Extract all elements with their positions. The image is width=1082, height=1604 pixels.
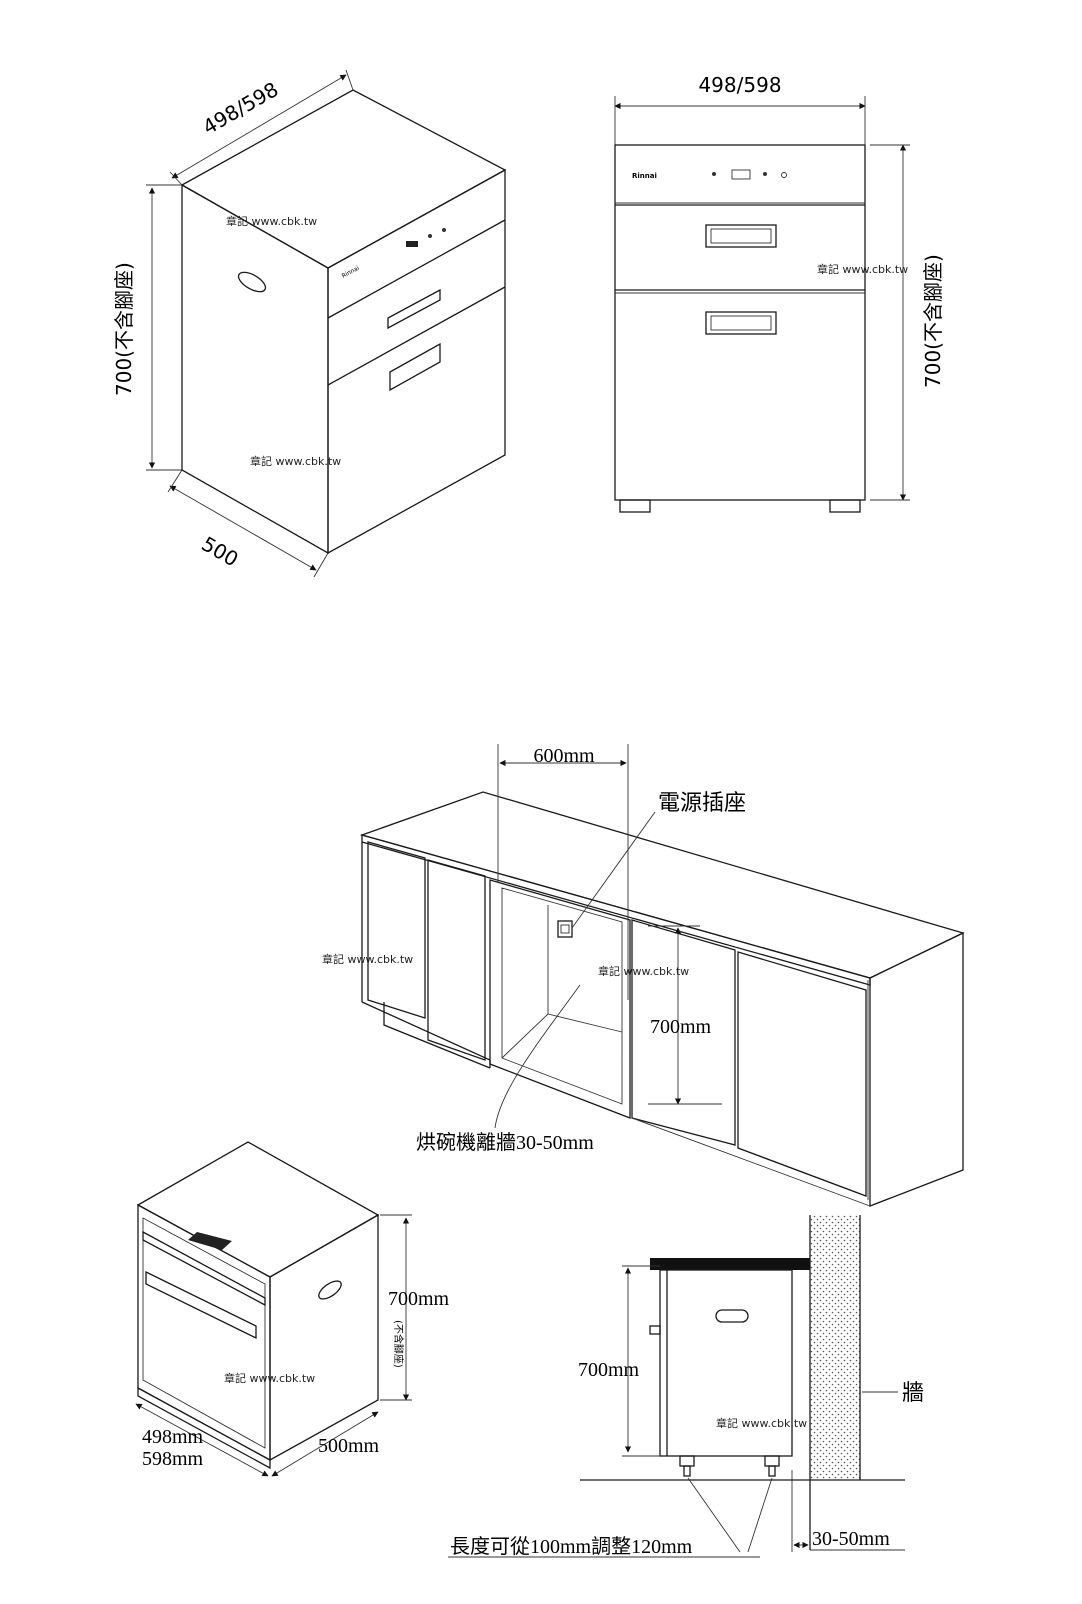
width-label-2: 598mm <box>142 1448 204 1470</box>
width-label: 498/598 <box>698 73 781 97</box>
brand-mark: Rinnai <box>632 172 657 180</box>
upper-drawer-handle <box>387 288 441 330</box>
opening-floor <box>547 1013 623 1033</box>
foot-left <box>619 499 651 513</box>
door-handle-nub <box>649 1325 661 1335</box>
width-label: 600mm <box>533 745 595 767</box>
lower-drawer-handle <box>705 311 777 335</box>
countertop-edge <box>361 834 871 986</box>
dim-extension <box>169 171 183 186</box>
depth-label: 500mm <box>318 1435 380 1457</box>
foot <box>764 1455 780 1467</box>
cabinet-outline <box>614 144 866 501</box>
button-dot <box>712 172 716 176</box>
height-label: 700mm <box>578 1359 640 1381</box>
depth-dimension-line <box>169 485 317 571</box>
watermark: 章記 www.cbk.tw <box>322 952 413 966</box>
isometric-cabinet-view: Rinnai 498/598 700(不含腳座) 500 章記 www.cbk.… <box>112 69 507 578</box>
kickboard <box>383 1002 491 1069</box>
control-panel-line <box>327 219 506 319</box>
display-window <box>731 169 751 180</box>
opening-inner <box>501 887 623 1105</box>
leader-line <box>747 1477 773 1553</box>
watermark: 章記 www.cbk.tw <box>226 214 317 228</box>
button-dot <box>428 234 432 238</box>
cabinet-base <box>361 1001 491 1068</box>
upper-drawer-handle <box>705 224 777 248</box>
opening-back <box>501 905 549 1059</box>
leader-line <box>494 984 581 1129</box>
watermark: 章記 www.cbk.tw <box>250 454 341 468</box>
power-icon <box>781 172 787 178</box>
side-grip-handle <box>715 1309 749 1323</box>
door-handle-bar <box>145 1270 257 1340</box>
width-label: 498/598 <box>199 77 283 139</box>
height-note: (不含腳座) <box>392 1320 405 1368</box>
right-door-1 <box>631 919 736 1146</box>
foot-screw <box>683 1465 691 1477</box>
foot-screw <box>768 1465 776 1477</box>
wall-label: 牆 <box>902 1381 924 1406</box>
depth-label: 500 <box>198 532 243 572</box>
dim-extension <box>167 469 183 493</box>
wall-hatch <box>810 1215 860 1480</box>
socket-inner <box>560 924 570 934</box>
front-view: Rinnai 498/598 700(不含腳座) 章記 www.cbk.tw <box>614 73 945 513</box>
gap-label: 30-50mm <box>812 1528 890 1550</box>
width-label-1: 498mm <box>142 1426 204 1448</box>
foot <box>679 1455 695 1467</box>
height-label: 700(不含腳座) <box>921 254 945 388</box>
button-dot <box>763 172 767 176</box>
handle-inner <box>710 228 772 244</box>
unit-side <box>269 1213 379 1462</box>
power-socket-icon <box>557 920 573 938</box>
left-door <box>367 841 426 1019</box>
display-indicator <box>406 241 418 247</box>
vent-grille <box>188 1232 232 1250</box>
feet-adjust-label: 長度可從100mm調整120mm <box>450 1535 693 1558</box>
foot-right <box>829 499 861 513</box>
drawer-divider-line <box>327 286 506 386</box>
cabinet-front-face <box>327 168 506 555</box>
unit-body <box>659 1269 793 1457</box>
watermark: 章記 www.cbk.tw <box>716 1416 807 1430</box>
handle-inner <box>710 315 772 331</box>
cabinet-side-face <box>181 183 329 555</box>
countertop-slab <box>650 1258 810 1270</box>
leader-line <box>687 1477 741 1553</box>
watermark: 章記 www.cbk.tw <box>817 262 908 276</box>
cabinet-end-side <box>869 931 964 1207</box>
control-strip <box>142 1230 266 1307</box>
dryer-opening <box>489 879 631 1119</box>
width-dimension-line <box>171 74 347 179</box>
height-label: 700mm <box>650 1016 712 1038</box>
watermark: 章記 www.cbk.tw <box>598 964 689 978</box>
countertop-top <box>359 791 965 979</box>
brand-mark: Rinnai <box>341 265 361 280</box>
right-door-2 <box>737 951 867 1197</box>
height-label: 700mm <box>388 1288 450 1310</box>
wall-gap-label: 烘碗機離牆30-50mm <box>416 1131 594 1154</box>
side-grip-handle <box>318 1280 342 1300</box>
left-door-2 <box>427 859 486 1061</box>
dim-extension <box>345 69 354 91</box>
width-dimension-line <box>135 1403 269 1477</box>
height-label: 700(不含腳座) <box>112 262 136 396</box>
side-grip-handle <box>237 271 267 293</box>
side-section-view: 700mm 牆 長度可從100mm調整120mm 30-50mm 章記 www.… <box>448 1215 924 1558</box>
depth-dimension-line <box>271 1411 379 1477</box>
single-drawer-view: 700mm (不含腳座) 500mm 498mm 598mm 章記 www.cb… <box>135 1141 450 1477</box>
lower-drawer-handle <box>389 342 441 392</box>
socket-label: 電源插座 <box>658 791 746 816</box>
dim-extension <box>313 552 329 578</box>
button-dot <box>442 228 446 232</box>
leader-line <box>571 811 656 929</box>
watermark: 章記 www.cbk.tw <box>224 1371 315 1385</box>
base-line <box>631 1117 871 1207</box>
installation-diagram: 600mm 電源插座 700mm 烘碗機離牆30-50mm 章記 www.cbk… <box>322 744 965 1207</box>
